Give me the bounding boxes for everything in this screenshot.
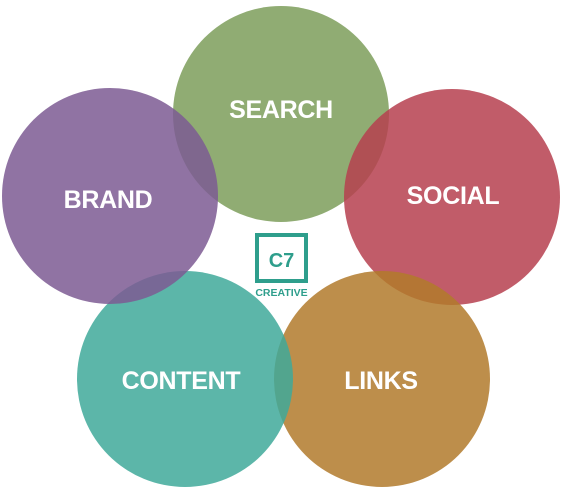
logo-caption: CREATIVE (255, 287, 307, 299)
label-links: LINKS (344, 367, 418, 395)
label-search: SEARCH (229, 96, 333, 124)
logo-mark: C7 (269, 250, 295, 272)
circle-content (77, 271, 293, 487)
circle-brand (2, 88, 218, 304)
label-content: CONTENT (122, 367, 241, 395)
label-brand: BRAND (64, 186, 153, 214)
circle-social (344, 89, 560, 305)
circle-links (274, 271, 490, 487)
circle-search (173, 6, 389, 222)
logo-box (255, 233, 308, 283)
label-social: SOCIAL (407, 182, 500, 210)
c7-creative-logo: C7 CREATIVE (255, 233, 308, 299)
